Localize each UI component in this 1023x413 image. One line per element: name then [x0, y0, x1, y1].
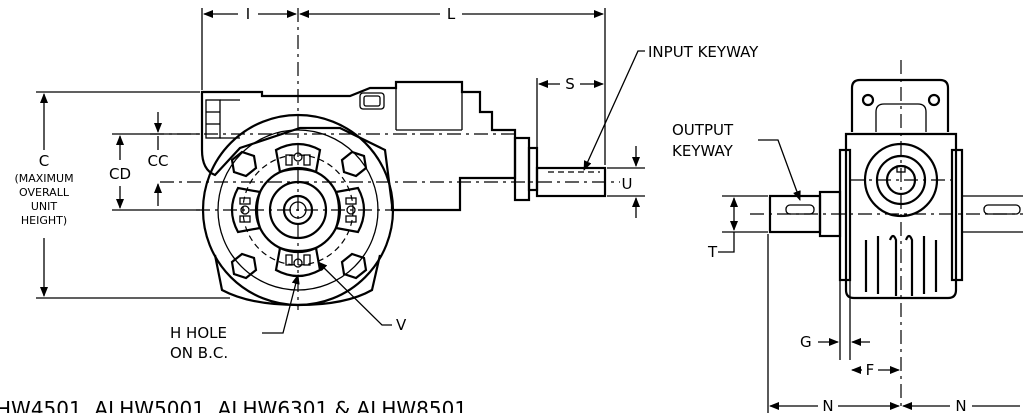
input-collar: [513, 136, 531, 202]
bolt-hex: [340, 252, 368, 280]
h-hole: [240, 205, 250, 215]
dim-c-note: HEIGHT): [21, 214, 67, 227]
h-hole-slot: [303, 154, 311, 166]
h-hole-leader: [262, 274, 300, 334]
dim-c-note: OVERALL: [19, 186, 70, 199]
dim-t-leader: [718, 232, 735, 253]
dim-cd-label: CD: [109, 165, 131, 183]
right-keyway-slot: [983, 204, 1021, 215]
h-hole-slot: [239, 197, 251, 205]
end-view-flange-right: [950, 148, 964, 282]
h-hole-lobe-top: [274, 142, 322, 174]
input-keyway-label: INPUT KEYWAY: [648, 43, 759, 61]
dim-v-label: V: [396, 316, 407, 334]
bolt-hex: [230, 252, 258, 280]
dim-l-label: L: [447, 5, 456, 23]
input-keyway-leader: [583, 50, 645, 171]
dim-g-label: G: [800, 333, 812, 351]
h-hole-slot: [239, 215, 251, 223]
dim-u-label: U: [622, 175, 633, 193]
dim-t-label: T: [707, 243, 718, 261]
output-keyway-label: KEYWAY: [672, 142, 734, 160]
output-keyway-label: OUTPUT: [672, 121, 734, 139]
end-view-ribs: [864, 234, 938, 296]
h-hole: [346, 205, 356, 215]
bolt-boss-group: [230, 150, 368, 280]
vent-plug: [359, 92, 385, 110]
h-hole-slot: [345, 215, 357, 223]
h-hole-lobe-right: [334, 186, 366, 234]
h-hole-lobe-bottom: [274, 246, 322, 278]
rib: [888, 234, 914, 296]
top-tab-notch: [875, 103, 927, 132]
dim-cc-label: CC: [148, 152, 169, 170]
dim-f-label: F: [866, 361, 875, 379]
front-view: I L S INPUT KEYWAY C (MAXIMUM OVERALL UN…: [14, 5, 759, 362]
top-mounting-tab: [850, 78, 950, 132]
h-hole-slot: [285, 254, 293, 266]
h-hole-slot: [285, 154, 293, 166]
dim-n-left-label: N: [822, 397, 833, 413]
rib: [864, 236, 938, 294]
dim-s-label: S: [565, 75, 575, 93]
dim-n-right-label: N: [955, 397, 966, 413]
h-hole-lobes: [230, 142, 366, 278]
tab-hole: [861, 93, 875, 107]
vent-plug-inner: [363, 95, 381, 107]
bolt-hex: [230, 150, 258, 178]
bolt-hex: [340, 150, 368, 178]
tab-hole: [927, 93, 941, 107]
model-caption: HW4501, ALHW5001, ALHW6301 & ALHW8501: [0, 397, 467, 413]
top-boss: [395, 82, 463, 131]
end-view: OUTPUT KEYWAY T G F N N: [672, 60, 1023, 413]
dim-c-label: C: [39, 152, 49, 170]
v-leader: [317, 261, 392, 326]
h-hole-lobe-left: [230, 186, 262, 234]
upper-left-rib: [205, 99, 221, 139]
output-keyway-slot: [785, 204, 815, 215]
output-keyway-leader: [758, 139, 801, 201]
dim-c-note: UNIT: [31, 200, 58, 213]
h-hole-label: H HOLE: [170, 324, 227, 342]
h-hole-slot: [345, 197, 357, 205]
input-collar-step: [527, 146, 539, 192]
dim-c-note: (MAXIMUM: [14, 172, 73, 185]
h-hole-slot: [303, 254, 311, 266]
dim-i-label: I: [246, 5, 250, 23]
h-hole-label: ON B.C.: [170, 344, 228, 362]
end-view-body: [844, 132, 958, 300]
